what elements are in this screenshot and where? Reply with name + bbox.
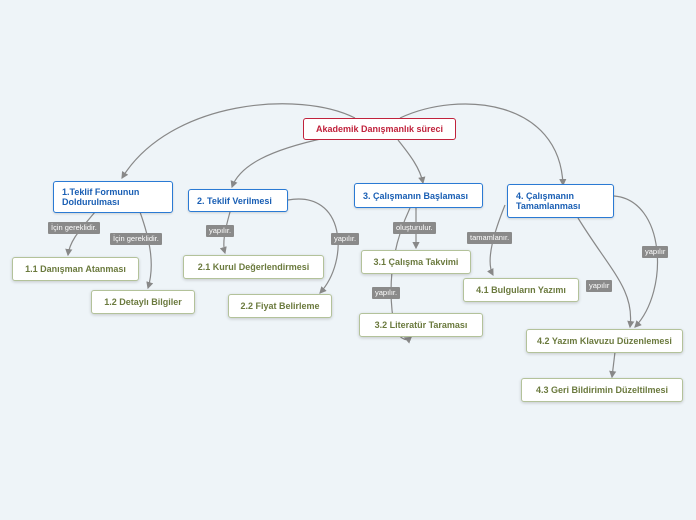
sub-node-1-1[interactable]: 1.1 Danışman Atanması	[12, 257, 139, 281]
connector-label-2-1: yapılır.	[206, 225, 235, 237]
link-root-branch-2	[230, 137, 326, 189]
link-4-to-4.2b	[613, 195, 659, 328]
connector-label-4-2: yapılır	[586, 280, 613, 292]
link-2-to-2.2	[287, 198, 339, 294]
sub-node-4-2[interactable]: 4.2 Yazım Klavuzu Düzenlemesi	[526, 329, 683, 353]
link-1-to-1.1	[65, 211, 96, 257]
sub-node-3-2[interactable]: 3.2 Literatür Taraması	[359, 313, 483, 337]
branch-node-3[interactable]: 3. Çalışmanın Başlaması	[354, 183, 483, 208]
branch-label: 3. Çalışmanın Başlaması	[363, 190, 469, 201]
sub-label: 3.2 Literatür Taraması	[374, 320, 468, 330]
link-root-branch-4	[399, 103, 567, 187]
connector-label-3-1: oluşturulur.	[393, 222, 436, 234]
link-4-to-4.2	[577, 217, 635, 329]
sub-label: 2.2 Fiyat Belirleme	[240, 301, 320, 311]
connector-label-4-3: yapılır	[642, 246, 669, 258]
sub-node-4-1[interactable]: 4.1 Bulguların Yazımı	[463, 278, 579, 302]
connector-label-3-2: yapılır.	[372, 287, 401, 299]
sub-label: 4.1 Bulguların Yazımı	[476, 285, 566, 295]
branch-label: 1.Teklif Formunun Doldurulması	[62, 187, 140, 207]
connector-label-4-1: tamamlanır.	[467, 232, 513, 244]
sub-node-4-3[interactable]: 4.3 Geri Bildirimin Düzeltilmesi	[521, 378, 683, 402]
branch-label: 4. Çalışmanın Tamamlanması	[516, 191, 581, 211]
branch-node-2[interactable]: 2. Teklif Verilmesi	[188, 189, 288, 212]
connector-label-1-2: İçin gereklidir.	[110, 233, 162, 245]
sub-label: 1.2 Detaylı Bilgiler	[104, 297, 182, 307]
sub-label: 3.1 Çalışma Takvimi	[373, 257, 459, 267]
link-1-to-1.2	[139, 211, 154, 290]
sub-node-2-2[interactable]: 2.2 Fiyat Belirleme	[228, 294, 332, 318]
sub-node-1-2[interactable]: 1.2 Detaylı Bilgiler	[91, 290, 195, 314]
link-4.2-to-4.3	[609, 351, 617, 379]
sub-label: 2.1 Kurul Değerlendirmesi	[197, 262, 310, 272]
connector-label-2-2: yapılır.	[331, 233, 360, 245]
sub-node-3-1[interactable]: 3.1 Çalışma Takvimi	[361, 250, 471, 274]
sub-label: 4.2 Yazım Klavuzu Düzenlemesi	[537, 336, 672, 346]
sub-node-2-1[interactable]: 2.1 Kurul Değerlendirmesi	[183, 255, 324, 279]
sub-label: 1.1 Danışman Atanması	[25, 264, 126, 274]
branch-node-1[interactable]: 1.Teklif Formunun Doldurulması	[53, 181, 173, 213]
branch-node-4[interactable]: 4. Çalışmanın Tamamlanması	[507, 184, 614, 218]
sub-label: 4.3 Geri Bildirimin Düzeltilmesi	[535, 385, 669, 395]
root-label: Akademik Danışmanlık süreci	[315, 124, 444, 134]
connector-label-1-1: İçin gereklidir.	[48, 222, 100, 234]
link-root-branch-3	[397, 139, 426, 185]
root-node[interactable]: Akademik Danışmanlık süreci	[303, 118, 456, 140]
branch-label: 2. Teklif Verilmesi	[197, 195, 272, 206]
link-root-branch-1	[121, 103, 356, 180]
